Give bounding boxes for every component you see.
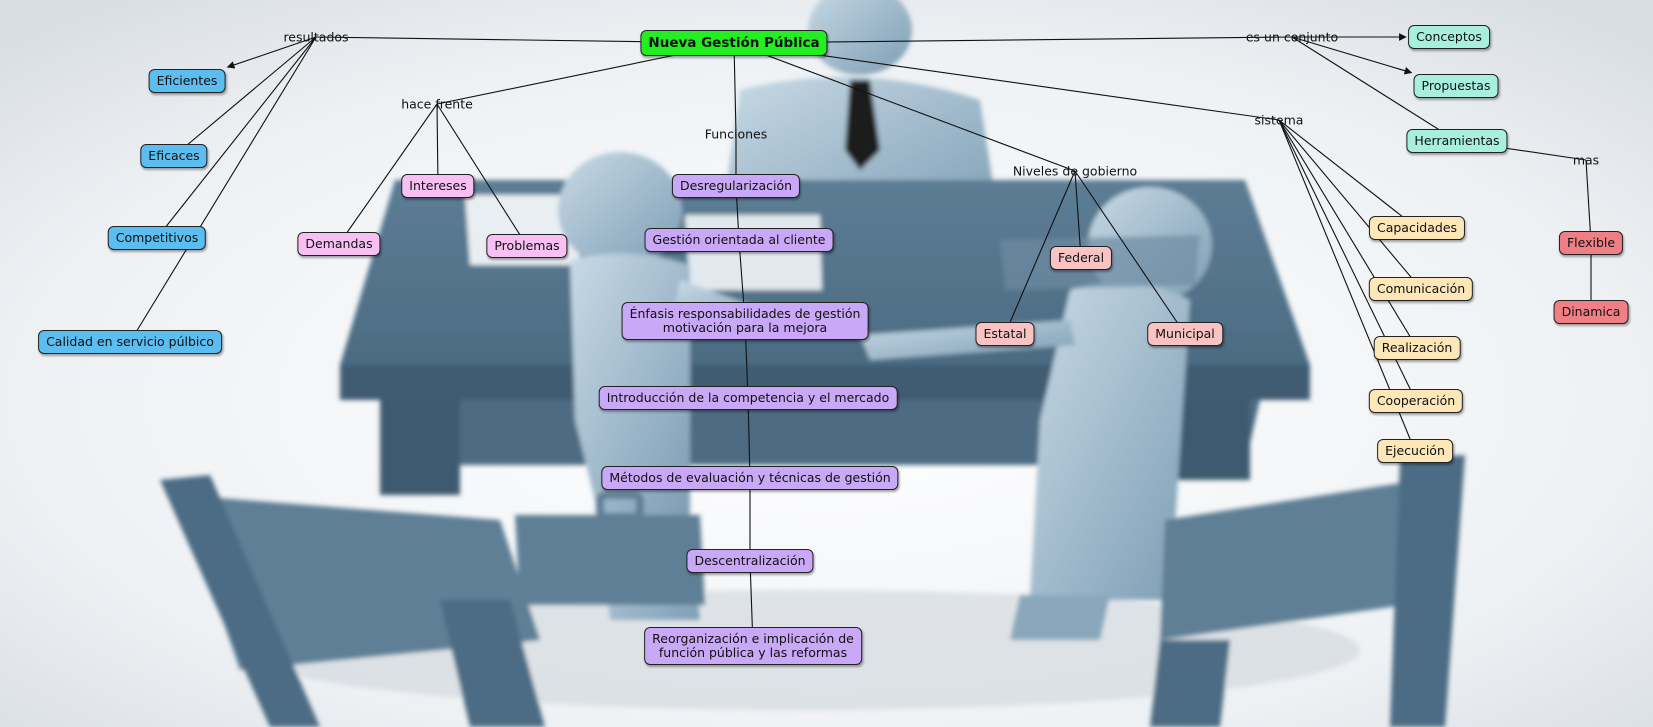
node-flexible[interactable]: Flexible [1558, 231, 1624, 255]
link-l-niv-v0 [1074, 170, 1082, 259]
node-estatal[interactable]: Estatal [975, 322, 1035, 346]
node-problemas[interactable]: Problemas [486, 234, 568, 258]
link-l-sis-s0 [1278, 119, 1418, 229]
link-n-root-l-fun [733, 42, 737, 135]
link-l-niv-v2 [1074, 170, 1186, 335]
node-ejecucion[interactable]: Ejecución [1377, 439, 1453, 463]
node-desregularizacion[interactable]: Desregularización [671, 174, 801, 198]
node-reorganizacion[interactable]: Reorganización e implicación de función … [644, 627, 862, 665]
link-f3-f4 [747, 397, 751, 479]
link-l-res-r1 [173, 36, 317, 157]
node-dinamica[interactable]: Dinamica [1553, 300, 1629, 324]
link-l-res-r2 [156, 36, 317, 239]
link-l-hf-h1 [436, 103, 439, 187]
link-n-root-l-sis [733, 42, 1280, 121]
node-metodos-de-evaluacion[interactable]: Métodos de evaluación y técnicas de gest… [601, 466, 899, 490]
link-l-res-r0 [226, 36, 317, 69]
node-realizacion[interactable]: Realización [1373, 336, 1461, 360]
node-federal[interactable]: Federal [1049, 246, 1113, 270]
node-cooperacion[interactable]: Cooperación [1368, 389, 1464, 413]
node-intereses[interactable]: Intereses [401, 174, 475, 198]
node-gestion-orientada-al-cliente[interactable]: Gestión orientada al cliente [644, 228, 834, 252]
node-competitivos[interactable]: Competitivos [107, 226, 207, 250]
node-comunicacion[interactable]: Comunicación [1368, 277, 1474, 301]
link-l-sis-s2 [1278, 119, 1418, 349]
link-label-hace-frente: hace frente [401, 96, 473, 112]
link-l-con-c1 [1291, 36, 1413, 75]
link-label-mas: mas [1572, 152, 1600, 168]
node-demandas[interactable]: Demandas [297, 232, 381, 256]
node-eficaces[interactable]: Eficaces [140, 144, 208, 168]
node-capacidades[interactable]: Capacidades [1368, 216, 1466, 240]
link-l-con-c2 [1291, 36, 1458, 142]
link-label-funciones: Funciones [704, 126, 768, 142]
link-l-niv-v1 [1004, 170, 1076, 335]
link-label-es-un-conjunto: es un conjunto [1245, 29, 1339, 45]
link-label-resultados: resultados [283, 29, 349, 45]
link-l-mas-m0 [1585, 159, 1592, 244]
link-l-sis-s1 [1278, 119, 1422, 290]
link-label-sistema: sistema [1254, 112, 1304, 128]
node-conceptos[interactable]: Conceptos [1408, 25, 1490, 49]
node-descentralizacion[interactable]: Descentralización [686, 549, 814, 573]
node-municipal[interactable]: Municipal [1147, 322, 1223, 346]
node-introduccion-competencia[interactable]: Introducción de la competencia y el merc… [598, 386, 898, 410]
node-calidad-en-servicio-publico[interactable]: Calidad en servicio púlbico [38, 330, 222, 354]
node-propuestas[interactable]: Propuestas [1413, 74, 1499, 98]
link-n-root-l-niv [733, 42, 1076, 172]
node-eficientes[interactable]: Eficientes [148, 69, 226, 93]
node-herramientas[interactable]: Herramientas [1406, 129, 1508, 153]
link-label-niveles-de-gobierno: Niveles de gobierno [1012, 163, 1138, 179]
link-l-hf-h0 [338, 103, 438, 245]
link-l-hf-h2 [436, 103, 528, 247]
link-l-res-r3 [129, 36, 317, 343]
root-node-nueva-gestion-publica[interactable]: Nueva Gestión Pública [640, 30, 828, 56]
node-enfasis-responsabilidades[interactable]: Énfasis responsabilidades de gestión mot… [621, 302, 869, 340]
